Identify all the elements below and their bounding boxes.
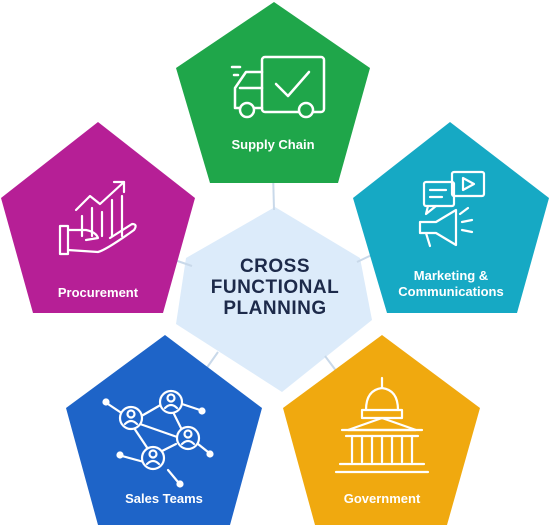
label-supply-chain: Supply Chain	[231, 137, 315, 152]
people-network-icon	[102, 389, 214, 488]
center-title: CROSS FUNCTIONAL PLANNING	[195, 256, 355, 319]
center-pentagon	[176, 207, 372, 392]
center-title-line-1: CROSS	[239, 256, 311, 277]
node-procurement	[1, 122, 195, 313]
capitol-building-icon	[334, 376, 430, 474]
center-title-line-2: FUNCTIONAL	[210, 277, 340, 298]
label-government: Government	[343, 491, 421, 506]
label-procurement: Procurement	[57, 285, 139, 300]
node-supply-chain	[176, 2, 370, 183]
pentagon-sales-teams	[66, 335, 262, 525]
delivery-truck-check-icon	[230, 55, 326, 119]
node-government	[283, 335, 480, 525]
video-chat-megaphone-icon	[418, 170, 486, 248]
label-marketing-line-1: Marketing &	[413, 268, 489, 283]
node-marketing	[353, 122, 549, 313]
center-title-line-3: PLANNING	[223, 298, 327, 319]
pentagon-supply-chain	[176, 2, 370, 183]
node-sales-teams	[66, 335, 262, 525]
hand-growth-chart-icon	[58, 180, 137, 256]
label-sales-teams: Sales Teams	[125, 491, 203, 506]
label-marketing: Marketing & Communications	[381, 268, 521, 300]
pentagon-procurement	[1, 122, 195, 313]
pentagon-marketing	[353, 122, 549, 313]
label-marketing-line-2: Communications	[398, 284, 504, 299]
